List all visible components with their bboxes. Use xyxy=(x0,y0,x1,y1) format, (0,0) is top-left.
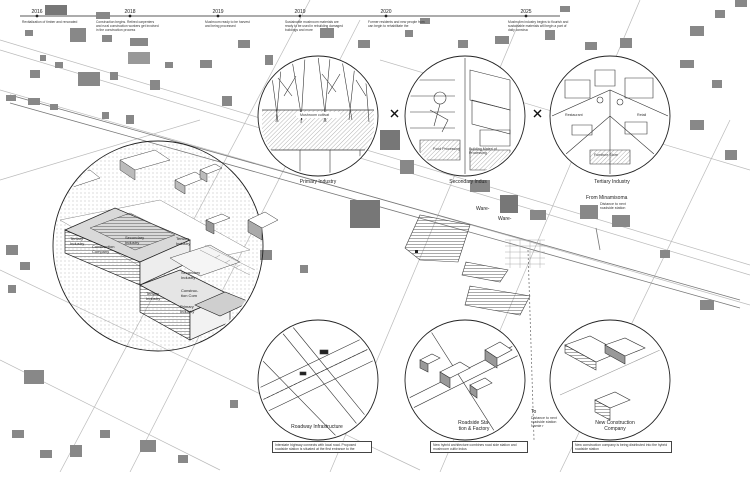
cross-marks xyxy=(390,109,542,118)
secondary-inner-label-b: Building Materi of Processing xyxy=(469,147,497,156)
circle-primary xyxy=(257,55,379,177)
timeline-text-1: Revitalization of timber and renovated xyxy=(22,20,78,24)
timeline-year-1: 2016 xyxy=(31,9,43,15)
ware-label-b: Ware- xyxy=(498,216,512,222)
primary-inner-label: Mushroom cultivat xyxy=(300,113,330,117)
timeline-year-6: 2025 xyxy=(520,9,532,15)
building-blocks xyxy=(6,0,747,463)
roadway-note: Interstate highway connects with local r… xyxy=(272,441,372,453)
axo-buildings xyxy=(174,163,279,241)
circle-masterplan xyxy=(52,140,264,352)
roadside-title: Roadside Sta- tion & Factory xyxy=(458,420,490,432)
newco-note: New construction company is being distri… xyxy=(572,441,672,453)
newco-title: New Construction Company xyxy=(595,420,635,432)
timeline-text-3: Mushroom ready to be harvest and being p… xyxy=(205,20,250,28)
mp-label-construction: Construction Company xyxy=(92,244,115,254)
roadside-note: New hybrid architecture combines road si… xyxy=(430,441,528,453)
mp-label-construction-b: Construc- tion Com xyxy=(181,288,199,298)
circle-roadway xyxy=(257,319,379,441)
site-lot xyxy=(404,214,545,316)
mp-label-tertiary-c: Tertiary Industry xyxy=(146,291,161,301)
timeline-year-3: 2019 xyxy=(212,9,224,15)
circle-newco xyxy=(549,319,671,441)
roadway-title: Roadway Infrastructure xyxy=(291,424,343,430)
ware-label-a: Ware- xyxy=(476,206,490,212)
mp-label-secondary: Secondary Industry xyxy=(125,235,145,245)
tertiary-industry-title: Tertiary Industry xyxy=(594,179,630,185)
mp-label-tertiary-b: Tertiary Industry xyxy=(176,236,191,246)
tertiary-inner-label-b: Retail xyxy=(637,113,647,117)
secondary-inner-label-a: Food Processing xyxy=(433,147,460,151)
from-label: From Minamisoma xyxy=(586,195,628,201)
to-label: To xyxy=(531,409,537,415)
primary-industry-title: Primary Industry xyxy=(299,179,337,185)
secondary-industry-title: Secondary Indus xyxy=(449,179,487,185)
mp-label-primary: Primary Industry xyxy=(180,304,195,314)
timeline-text-4: Sustainable mushroom materials are ready… xyxy=(285,20,343,32)
timeline-year-4: 2019 xyxy=(294,9,306,15)
timeline-text-5: Former residents and new people from can… xyxy=(368,20,425,28)
mp-label-secondary-b: Secondary Industry xyxy=(181,270,201,280)
circle-tertiary xyxy=(549,55,671,177)
tertiary-inner-label-c: Furniture Store xyxy=(594,153,618,157)
timeline-year-2: 2018 xyxy=(124,9,136,15)
circle-secondary xyxy=(404,55,526,177)
to-distance-note: Distance to next roadside station Namie … xyxy=(531,416,557,429)
timeline-text-6: Mushroom industry begins to flourish and… xyxy=(508,20,569,32)
from-distance-note: Distance to next roadside station xyxy=(600,202,626,211)
tertiary-inner-label-a: Restaurant xyxy=(565,113,583,117)
mp-label-tertiary-a: Tertiary Industry xyxy=(70,236,85,246)
timeline-year-5: 2020 xyxy=(380,9,392,15)
timeline-text-2: Construction begins. Retired carpenters … xyxy=(96,20,159,32)
circle-roadside xyxy=(404,319,526,441)
